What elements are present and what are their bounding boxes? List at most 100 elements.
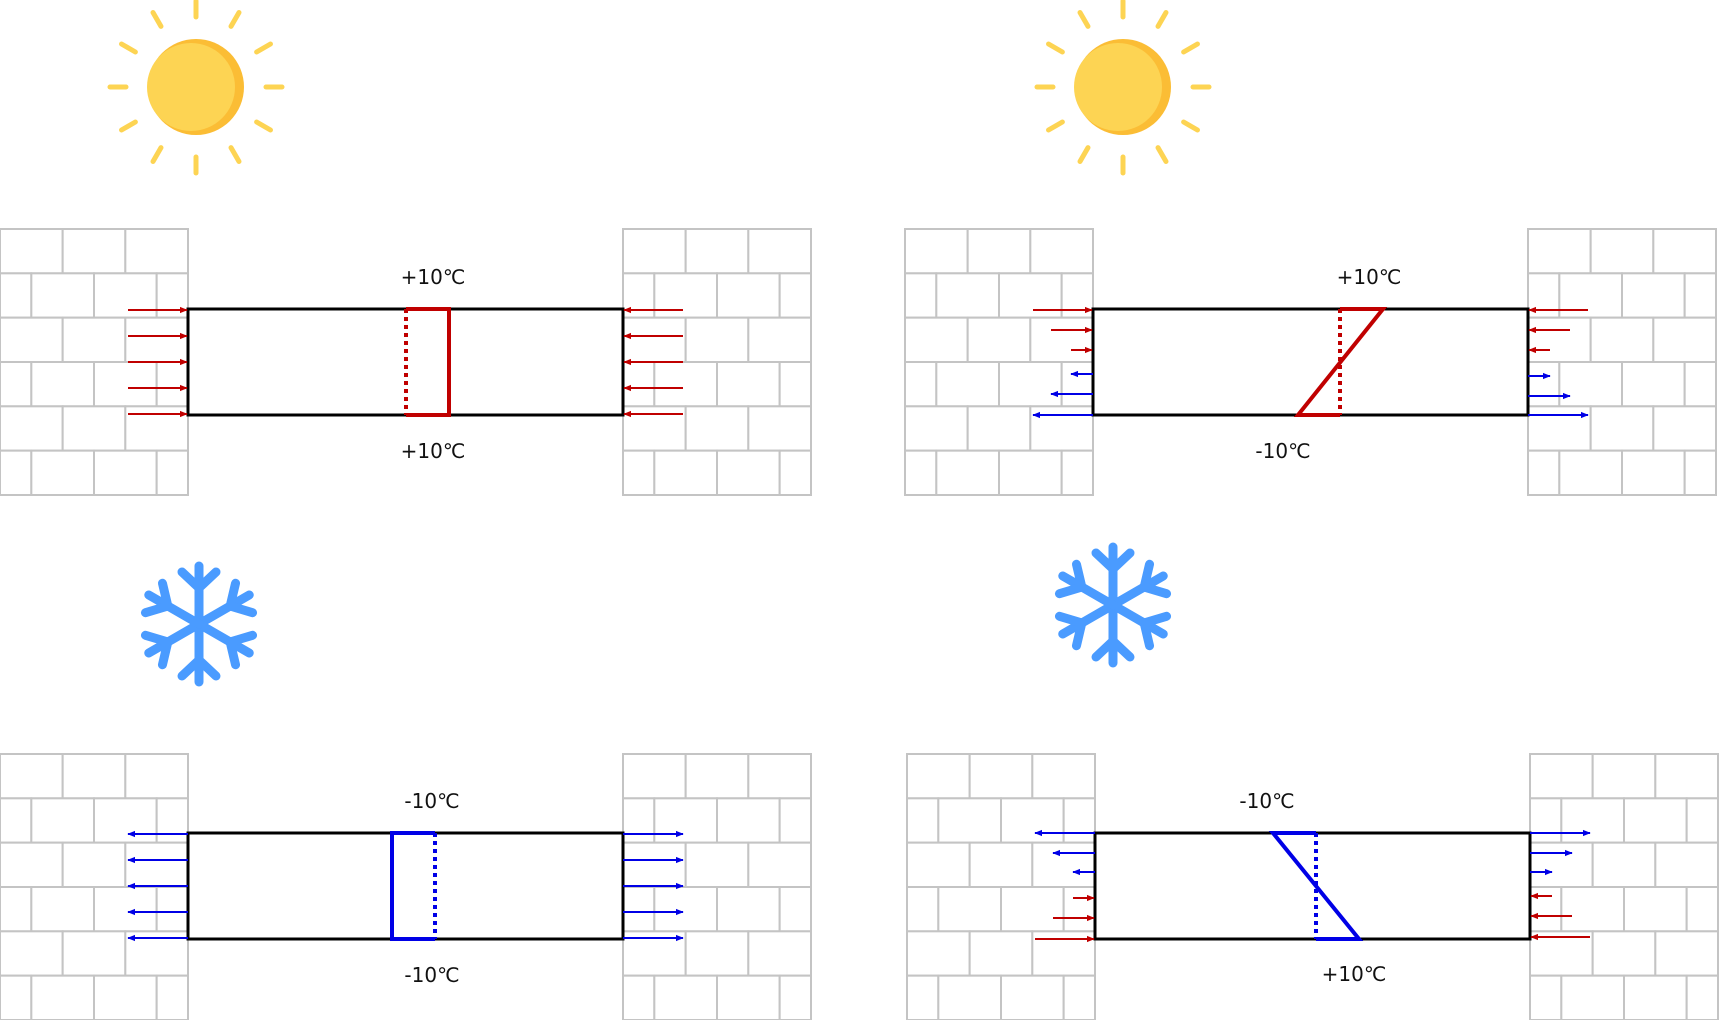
sun-icon: [107, 0, 285, 176]
brick: [1589, 316, 1655, 363]
stress-diagram: [1268, 831, 1364, 941]
snowflake-arm: [177, 561, 221, 629]
brick: [1652, 229, 1716, 275]
brick: [653, 449, 718, 495]
brick: [1124, 273, 1187, 317]
brick: [1621, 449, 1686, 495]
brick: [1124, 362, 1187, 406]
brick: [1683, 272, 1716, 319]
brick: [1589, 229, 1655, 275]
brick: [716, 272, 781, 319]
sun-ray: [119, 41, 138, 55]
brick: [998, 449, 1063, 495]
brick: [810, 316, 811, 363]
brick: [1558, 272, 1624, 319]
brick: [778, 272, 811, 319]
brick: [968, 930, 1034, 977]
brick: [1000, 886, 1065, 933]
right-arrows: [1530, 829, 1591, 941]
right-arrows: [623, 306, 683, 418]
brick: [966, 316, 1032, 363]
brick: [61, 754, 127, 800]
brick: [747, 930, 811, 977]
right-arrows: [623, 830, 684, 942]
brick: [623, 754, 687, 800]
brick-pattern: [907, 754, 1095, 1020]
snowflake-arm: [177, 619, 221, 687]
panel-heating-gradient: +10℃ -10℃: [904, 0, 1717, 496]
brick: [1031, 930, 1095, 977]
brick: [0, 272, 33, 319]
sun-icon: [1034, 0, 1212, 176]
sun-ray: [254, 41, 273, 55]
brick: [1685, 974, 1718, 1020]
arm-chevron: [177, 653, 221, 681]
brick: [684, 930, 750, 977]
brick: [0, 797, 33, 844]
brick: [1062, 974, 1095, 1020]
brick: [124, 405, 188, 452]
brick: [1652, 316, 1716, 363]
brick: [1530, 754, 1594, 800]
brick: [1124, 451, 1187, 495]
brick: [1589, 405, 1655, 452]
brick: [907, 754, 908, 800]
brick: [968, 841, 1034, 889]
brick: [623, 316, 687, 363]
snowflake-arm: [1108, 559, 1172, 610]
brick: [124, 229, 188, 275]
brick: [30, 974, 96, 1020]
arm-chevron: [1138, 611, 1172, 651]
arm-chevron: [224, 630, 258, 670]
brick: [1530, 841, 1532, 889]
brick: [623, 229, 624, 275]
brick: [1000, 974, 1065, 1020]
left-arrows: [1034, 829, 1095, 943]
brick: [1621, 361, 1686, 408]
temperature-top-label: -10℃: [404, 789, 459, 813]
brick: [1560, 797, 1626, 844]
brick: [30, 361, 96, 408]
brick: [124, 316, 188, 363]
sun-disc: [1074, 43, 1162, 131]
brick: [219, 362, 282, 406]
brick: [653, 974, 718, 1020]
brick: [1530, 930, 1594, 977]
brick: [219, 273, 282, 317]
right-wall: [622, 753, 812, 1020]
arm-stem: [194, 590, 254, 629]
temperature-top-label: +10℃: [401, 265, 466, 289]
brick: [61, 229, 127, 275]
panel-heating-uniform: +10℃ +10℃: [0, 0, 812, 496]
brick: [93, 974, 158, 1020]
right-arrows: [1528, 306, 1589, 419]
left-wall: [904, 228, 1187, 496]
snowflake-icon: [140, 561, 258, 687]
brick: [1558, 449, 1624, 495]
arm-chevron: [1054, 611, 1088, 651]
brick: [0, 930, 64, 977]
panel-cooling-gradient: -10℃ +10℃: [906, 542, 1719, 1020]
brick: [187, 229, 188, 275]
brick: [1528, 316, 1592, 363]
brick: [907, 930, 971, 977]
sun-ray: [1181, 41, 1200, 55]
sun-ray: [1077, 145, 1091, 164]
sun-ray: [228, 10, 242, 29]
stress-outline: [390, 831, 435, 941]
brick: [1094, 841, 1095, 889]
beam: [1093, 831, 1532, 941]
brick: [1530, 754, 1532, 800]
brick: [1623, 797, 1688, 844]
brick: [907, 841, 971, 889]
brick: [1685, 797, 1718, 844]
brick: [155, 974, 188, 1020]
brick: [124, 841, 188, 889]
brick: [716, 361, 781, 408]
brick: [1560, 886, 1626, 933]
brick: [716, 974, 781, 1020]
brick: [810, 930, 811, 977]
arm-chevron: [140, 578, 174, 618]
sun-ray: [150, 10, 164, 29]
